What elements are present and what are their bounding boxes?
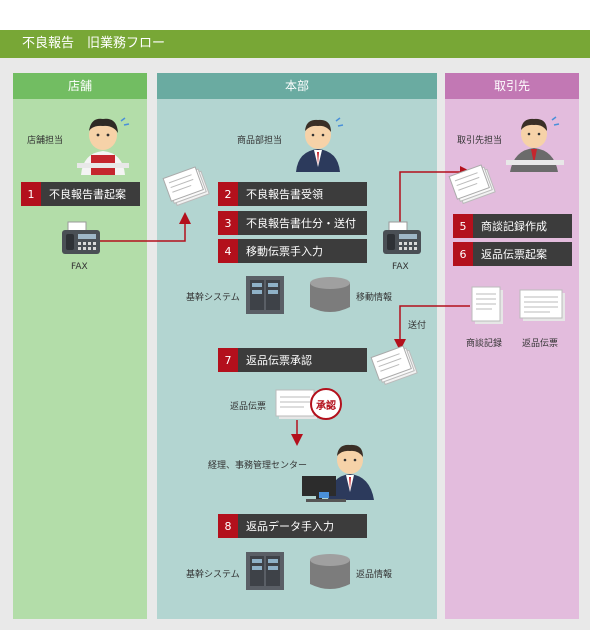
step-8: 8 返品データ手入力 — [218, 514, 367, 538]
fax-label-store: FAX — [71, 262, 88, 272]
step-5: 5 商談記録作成 — [453, 214, 572, 238]
step-label: 返品データ手入力 — [246, 520, 334, 533]
return-slip-label: 返品伝票 — [230, 402, 267, 412]
step-label: 移動伝票手入力 — [246, 245, 323, 258]
document-stack-icon-partner — [448, 164, 496, 205]
step-3: 3 不良報告書仕分・送付 — [218, 211, 367, 235]
step-number: 7 — [218, 348, 238, 372]
approval-stamp: 承認 — [310, 388, 342, 420]
step-4: 4 移動伝票手入力 — [218, 239, 367, 263]
fax-label-hq: FAX — [392, 262, 409, 272]
step-label: 不良報告書受領 — [246, 188, 323, 201]
database-icon-2 — [310, 554, 350, 589]
meeting-record-label: 商談記録 — [466, 339, 503, 349]
move-info-label: 移動情報 — [356, 293, 393, 303]
lane-hq-header: 本部 — [157, 73, 437, 99]
fax-machine-icon-hq — [383, 221, 421, 254]
return-info-label: 返品情報 — [356, 570, 393, 580]
document-stack-icon-hq — [162, 166, 210, 207]
step-number: 6 — [453, 242, 473, 266]
step-label: 返品伝票承認 — [246, 354, 312, 367]
server-icon-2 — [246, 552, 284, 590]
meeting-record-document-icon — [471, 286, 503, 324]
step-6: 6 返品伝票起案 — [453, 242, 572, 266]
return-slip-partner-label: 返品伝票 — [522, 339, 559, 349]
lane-store-header: 店舗 — [13, 73, 147, 99]
return-slip-partner-document-icon — [519, 289, 565, 321]
step-2: 2 不良報告書受領 — [218, 182, 367, 206]
send-label: 送付 — [408, 321, 427, 331]
lane-partner: 取引先 — [445, 73, 579, 619]
step-number: 5 — [453, 214, 473, 238]
step-number: 3 — [218, 211, 238, 235]
actor-label-store: 店舗担当 — [27, 136, 64, 146]
actor-label-accounting: 経理、事務管理センター — [208, 461, 308, 471]
fax-machine-icon-store — [62, 221, 100, 254]
document-stack-icon-returned — [370, 345, 418, 386]
person-at-computer-icon — [302, 444, 374, 502]
step-label: 不良報告書仕分・送付 — [246, 217, 356, 230]
step-label: 不良報告書起案 — [49, 188, 126, 201]
page-title: 不良報告 旧業務フロー — [0, 30, 590, 58]
step-1: 1 不良報告書起案 — [21, 182, 140, 206]
step-number: 8 — [218, 514, 238, 538]
step-number: 4 — [218, 239, 238, 263]
arrow-partner-to-hq — [394, 305, 470, 351]
core-system-label-2: 基幹システム — [186, 570, 240, 580]
lane-partner-header: 取引先 — [445, 73, 579, 99]
person-icon-partner — [506, 116, 564, 172]
person-icon-hq — [296, 117, 344, 172]
actor-label-partner: 取引先担当 — [457, 136, 503, 146]
step-label: 返品伝票起案 — [481, 248, 547, 261]
step-number: 1 — [21, 182, 41, 206]
arrow-hq-fax-to-partner — [399, 166, 472, 230]
person-icon-store — [77, 117, 130, 175]
step-7: 7 返品伝票承認 — [218, 348, 367, 372]
actor-label-hq: 商品部担当 — [237, 136, 283, 146]
step-label: 商談記録作成 — [481, 220, 547, 233]
arrow-store-fax-to-hq — [100, 212, 191, 242]
server-icon-1 — [246, 276, 284, 314]
step-number: 2 — [218, 182, 238, 206]
core-system-label-1: 基幹システム — [186, 293, 240, 303]
database-icon-1 — [310, 277, 350, 312]
